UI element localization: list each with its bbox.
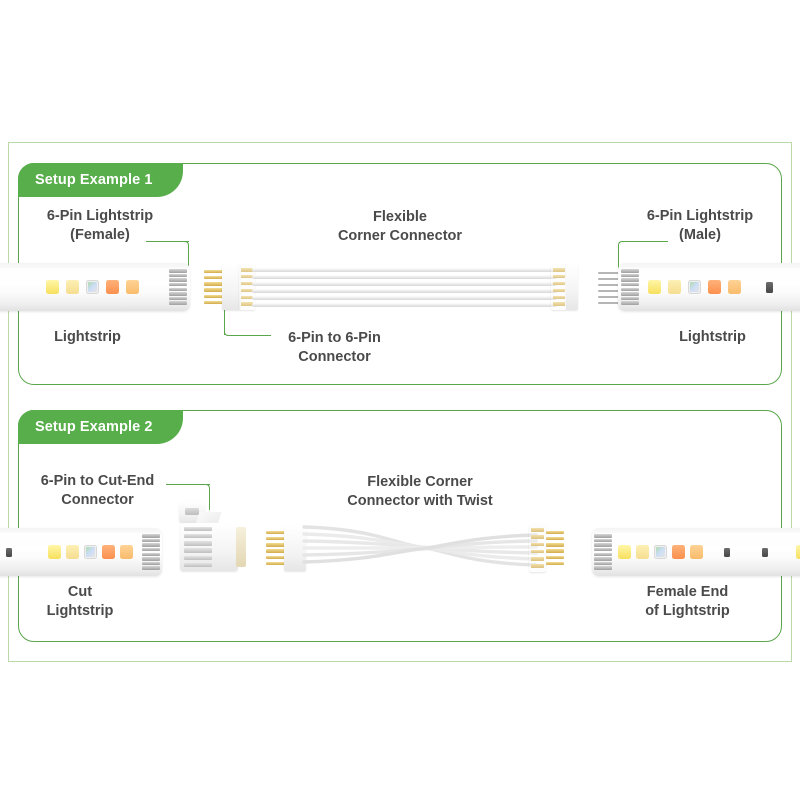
lightstrip-sheen xyxy=(592,533,800,545)
six-pin-socket xyxy=(621,269,639,305)
gold-contacts-twist-right xyxy=(531,528,544,568)
six-pin-socket xyxy=(594,534,612,570)
contact-teeth xyxy=(184,527,212,567)
label-flexible-corner-connector: Flexible Corner Connector xyxy=(337,209,463,245)
led-chip-rgb xyxy=(654,545,667,559)
lightstrip-female xyxy=(0,263,190,311)
label-flexible-corner-connector-twist: Flexible Corner Connector with Twist xyxy=(347,474,493,510)
led-chip xyxy=(708,280,721,294)
label-6pin-lightstrip-female: 6-Pin Lightstrip (Female) xyxy=(46,208,154,244)
smd-component xyxy=(766,282,773,293)
setup-example-2-tab: Setup Example 2 xyxy=(18,410,183,444)
gold-pins-left xyxy=(204,270,224,304)
twist-wire xyxy=(302,533,538,564)
led-chip xyxy=(690,545,703,559)
connector-clear-left xyxy=(239,264,255,310)
connector-socket-mouth xyxy=(236,527,246,567)
flexible-corner-connector-with-twist xyxy=(302,525,538,567)
cable-wire xyxy=(252,275,557,280)
connector-clear-twist-right xyxy=(529,524,546,572)
connector-housing-right xyxy=(566,264,578,310)
label-lightstrip-left: Lightstrip xyxy=(54,329,121,345)
led-chip xyxy=(46,280,59,294)
led-chip xyxy=(618,545,631,559)
led-chip xyxy=(636,545,649,559)
cut-lightstrip: ✂ → xyxy=(0,528,162,576)
lightstrip-sheen xyxy=(0,533,162,545)
led-chip xyxy=(672,545,685,559)
connector-housing-left xyxy=(222,264,240,310)
cable-wire xyxy=(252,303,557,308)
led-chip xyxy=(66,545,79,559)
led-chip xyxy=(48,545,61,559)
cable-wire xyxy=(252,282,557,287)
six-pin-male-pins xyxy=(598,272,620,304)
cut-end-socket xyxy=(142,534,160,570)
cable-wire xyxy=(252,296,557,301)
smd-component xyxy=(724,548,730,557)
setup-example-2-card: Setup Example 2 xyxy=(18,410,782,642)
six-pin-socket xyxy=(169,269,187,305)
gold-contacts-left xyxy=(241,268,253,306)
flexible-corner-connector xyxy=(252,268,557,308)
label-cut-lightstrip: Cut Lightstrip xyxy=(46,584,114,620)
clamp-latch xyxy=(185,508,199,515)
led-chip xyxy=(66,280,79,294)
connector-clear-right xyxy=(551,264,567,310)
led-chip xyxy=(728,280,741,294)
led-chip xyxy=(120,545,133,559)
setup-example-1-tab-label: Setup Example 1 xyxy=(35,172,153,188)
label-6pin-to-6pin-connector: 6-Pin to 6-Pin Connector xyxy=(288,330,381,366)
cable-wire xyxy=(252,289,557,294)
smd-component xyxy=(6,548,12,557)
led-chip xyxy=(126,280,139,294)
led-chip-rgb xyxy=(86,280,99,294)
gold-pins-twist-left xyxy=(266,531,286,565)
led-chip-rgb xyxy=(84,545,97,559)
led-chip-rgb xyxy=(688,280,701,294)
led-chip xyxy=(668,280,681,294)
cable-wire xyxy=(252,268,557,273)
gold-pins-twist-right xyxy=(546,531,564,565)
label-female-end-of-lightstrip: Female End of Lightstrip xyxy=(645,584,730,620)
setup-example-1-tab: Setup Example 1 xyxy=(18,163,183,197)
lightstrip-male xyxy=(618,263,800,311)
gold-contacts-right xyxy=(553,268,565,306)
setup-example-2-tab-label: Setup Example 2 xyxy=(35,419,153,435)
smd-component xyxy=(762,548,768,557)
connector-housing-twist-left xyxy=(284,525,306,571)
lightstrip-sheen xyxy=(0,268,190,280)
led-chip xyxy=(796,545,800,559)
led-chip xyxy=(106,280,119,294)
lightstrip-female-end-right xyxy=(592,528,800,576)
label-lightstrip-right: Lightstrip xyxy=(679,329,746,345)
label-6pin-lightstrip-male: 6-Pin Lightstrip (Male) xyxy=(646,208,754,244)
label-6pin-to-cut-end-connector: 6-Pin to Cut-End Connector xyxy=(40,473,155,509)
lightstrip-sheen xyxy=(618,268,800,280)
led-chip xyxy=(102,545,115,559)
led-chip xyxy=(648,280,661,294)
